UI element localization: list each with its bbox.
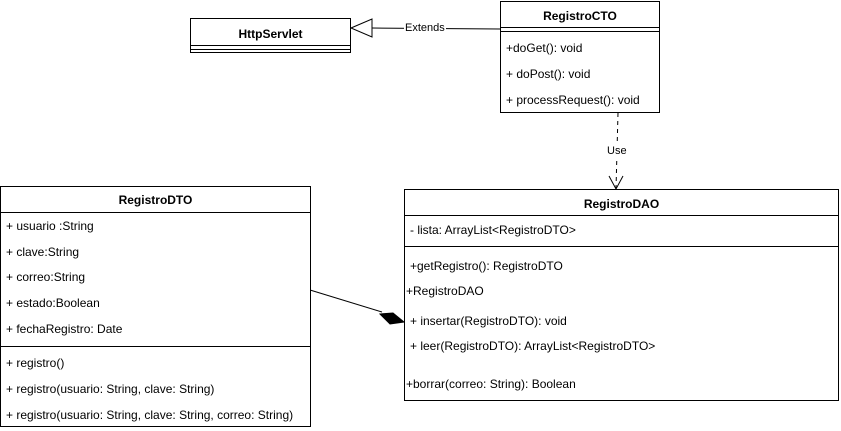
divider — [1, 212, 310, 213]
class-http-servlet[interactable]: HttpServlet — [190, 18, 351, 53]
attribute-row: - lista: ArrayList<RegistroDTO> — [410, 223, 576, 237]
class-registro-cto[interactable]: RegistroCTO +doGet(): void + doPost(): v… — [500, 1, 660, 113]
method-row: + leer(RegistroDTO): ArrayList<RegistroD… — [410, 339, 656, 353]
method-row: + insertar(RegistroDTO): void — [410, 314, 567, 328]
class-name: RegistroDTO — [118, 193, 193, 207]
class-registro-dao[interactable]: RegistroDAO - lista: ArrayList<RegistroD… — [404, 189, 839, 401]
divider — [405, 215, 838, 216]
attribute-row: + correo:String — [6, 270, 86, 284]
attribute-row: + usuario :String — [6, 219, 94, 233]
generalization-arrowhead — [349, 18, 373, 38]
divider — [405, 246, 838, 247]
composition-diamond — [378, 312, 406, 325]
method-row: + registro() — [6, 356, 65, 370]
extends-label: Extends — [404, 22, 446, 34]
divider — [1, 346, 310, 347]
method-row: +doGet(): void — [506, 41, 583, 55]
method-row: + registro(usuario: String, clave: Strin… — [6, 382, 215, 396]
method-row: +RegistroDAO — [406, 284, 484, 298]
method-row: + registro(usuario: String, clave: Strin… — [6, 408, 294, 422]
class-name: RegistroCTO — [543, 9, 617, 23]
method-row: + processRequest(): void — [506, 93, 640, 107]
divider — [191, 45, 350, 46]
method-row: +borrar(correo: String): Boolean — [406, 377, 576, 391]
method-row: + doPost(): void — [506, 67, 591, 81]
attribute-row: + fechaRegistro: Date — [6, 322, 123, 336]
attribute-row: + clave:String — [6, 245, 80, 259]
divider — [501, 27, 659, 28]
class-registro-dto[interactable]: RegistroDTO + usuario :String + clave:St… — [0, 186, 311, 427]
class-name: RegistroDAO — [583, 197, 660, 211]
use-label: Use — [606, 145, 628, 157]
composition-line — [309, 289, 383, 313]
method-row: +getRegistro(): RegistroDTO — [410, 259, 563, 273]
divider — [191, 49, 350, 50]
class-name: HttpServlet — [238, 27, 303, 41]
attribute-row: + estado:Boolean — [6, 296, 100, 310]
divider — [501, 31, 659, 32]
